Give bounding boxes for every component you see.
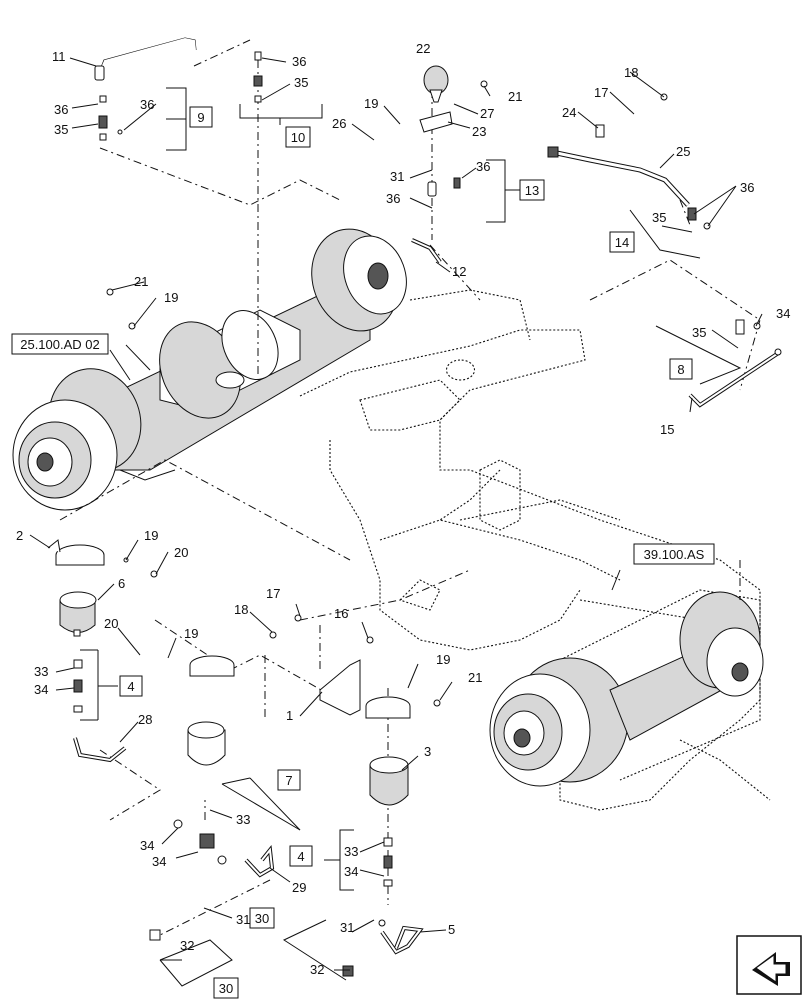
callout-5: 5 <box>448 922 455 937</box>
callout-11: 11 <box>52 49 66 64</box>
part-4-fittings-left <box>73 659 83 713</box>
ref-axle: 25.100.AD 02 <box>20 337 100 352</box>
part-middle-clamp <box>189 655 235 677</box>
navigation-arrow-icon <box>736 935 802 995</box>
part-28-tube <box>73 737 127 763</box>
part-22-knob <box>423 65 449 103</box>
callout-36: 36 <box>292 54 306 69</box>
box-14: 14 <box>615 235 629 250</box>
callout-25: 25 <box>676 144 690 159</box>
hardware-small <box>98 51 782 927</box>
callout-21: 21 <box>468 670 482 685</box>
callout-21: 21 <box>134 274 148 289</box>
part-32-fitting <box>149 929 354 977</box>
callout-34: 34 <box>776 306 790 321</box>
part-4-fittings-right <box>383 837 393 887</box>
callout-19: 19 <box>164 290 178 305</box>
part-12-tube <box>411 238 442 264</box>
part-right-clamp <box>365 696 411 719</box>
part-2-clamp <box>47 539 105 566</box>
callout-18: 18 <box>234 602 248 617</box>
part-11-tube <box>94 37 197 81</box>
callout-27: 27 <box>480 106 494 121</box>
reference-boxes: 9 10 13 14 8 25.100.AD 02 39.100.AS 4 7 … <box>11 106 715 999</box>
callout-31: 31 <box>390 169 404 184</box>
callout-19: 19 <box>436 652 450 667</box>
callout-16: 16 <box>334 606 348 621</box>
frame-assembly <box>299 289 771 811</box>
callout-1: 1 <box>286 708 293 723</box>
callout-31: 31 <box>340 920 354 935</box>
part-3-accumulator <box>369 756 409 806</box>
callout-33: 33 <box>344 844 358 859</box>
callout-19: 19 <box>364 96 378 111</box>
callout-31: 31 <box>236 912 250 927</box>
callout-34: 34 <box>34 682 48 697</box>
part-6-accumulator <box>59 591 97 637</box>
box-8: 8 <box>677 362 684 377</box>
callout-20: 20 <box>174 545 188 560</box>
callout-34: 34 <box>140 838 154 853</box>
box-4-left: 4 <box>127 679 134 694</box>
callout-36: 36 <box>476 159 490 174</box>
callout-33: 33 <box>34 664 48 679</box>
callout-35: 35 <box>692 325 706 340</box>
callout-2: 2 <box>16 528 23 543</box>
part-1-bracket <box>319 659 361 716</box>
callout-36: 36 <box>140 97 154 112</box>
box-7: 7 <box>285 773 292 788</box>
callout-32: 32 <box>180 938 194 953</box>
leader-lines <box>29 57 763 987</box>
part-15-tube <box>688 319 782 408</box>
callout-23: 23 <box>472 124 486 139</box>
box-30-lower: 30 <box>219 981 233 996</box>
callout-29: 29 <box>292 880 306 895</box>
callout-6: 6 <box>118 576 125 591</box>
routing-lines <box>59 39 761 941</box>
callout-12: 12 <box>452 264 466 279</box>
box-10: 10 <box>291 130 305 145</box>
callout-21: 21 <box>508 89 522 104</box>
callout-34: 34 <box>344 864 358 879</box>
part-25-hose <box>547 124 697 221</box>
callout-28: 28 <box>138 712 152 727</box>
callout-18: 18 <box>624 65 638 80</box>
callout-34: 34 <box>152 854 166 869</box>
callout-36: 36 <box>740 180 754 195</box>
box-9: 9 <box>197 110 204 125</box>
callout-17: 17 <box>594 85 608 100</box>
rear-axle-assembly <box>489 589 764 787</box>
box-13: 13 <box>525 183 539 198</box>
box-30-upper: 30 <box>255 911 269 926</box>
callout-3: 3 <box>424 744 431 759</box>
callout-19: 19 <box>184 626 198 641</box>
ref-frame: 39.100.AS <box>644 547 705 562</box>
callout-36: 36 <box>386 191 400 206</box>
part-5-tube <box>380 925 424 955</box>
part-23-bracket <box>419 111 453 133</box>
callout-26: 26 <box>332 116 346 131</box>
callout-24: 24 <box>562 105 576 120</box>
callout-15: 15 <box>660 422 674 437</box>
callout-35: 35 <box>54 122 68 137</box>
callout-32: 32 <box>310 962 324 977</box>
callout-35: 35 <box>652 210 666 225</box>
callout-20: 20 <box>104 616 118 631</box>
part-29-tube <box>199 833 275 878</box>
callout-22: 22 <box>416 41 430 56</box>
axle-assembly <box>12 228 407 511</box>
callout-33: 33 <box>236 812 250 827</box>
part-13-fitting <box>427 177 461 197</box>
callout-35: 35 <box>294 75 308 90</box>
box-4-right: 4 <box>297 849 304 864</box>
callout-labels: 11 36 35 36 36 35 22 21 19 26 27 23 31 3… <box>16 41 790 977</box>
callout-19: 19 <box>144 528 158 543</box>
callout-36: 36 <box>54 102 68 117</box>
callout-17: 17 <box>266 586 280 601</box>
part-7-accumulator <box>187 721 226 766</box>
